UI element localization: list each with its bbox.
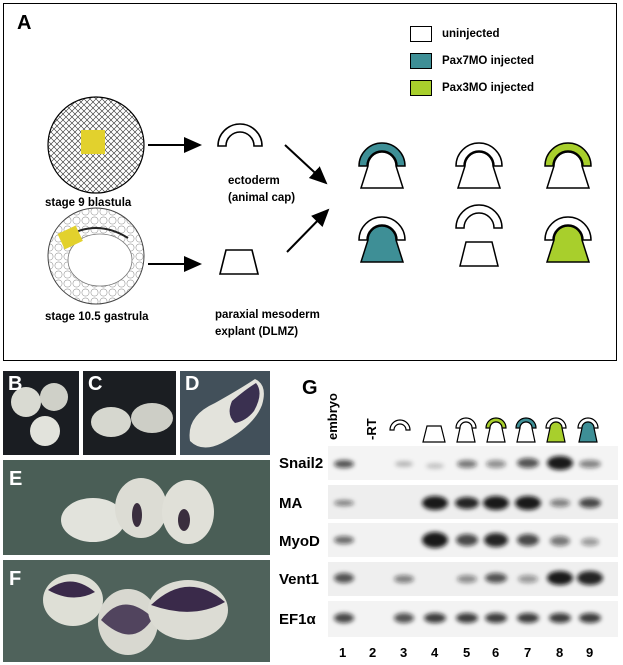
lane-header-icons	[389, 417, 599, 443]
gastrula-label: stage 10.5 gastrula	[45, 311, 149, 323]
legend-label-pax7: Pax7MO injected	[442, 55, 535, 67]
explant-dlmz-label: explant (DLMZ)	[215, 326, 299, 338]
combo-uninj-cap-pax3-meso	[544, 216, 592, 263]
combo-uninj-separate	[455, 204, 503, 267]
combo-uninj-cap-uninj-meso	[455, 142, 503, 189]
panel-c-letter: C	[88, 373, 103, 395]
paraxial-mesoderm-label: paraxial mesoderm	[215, 309, 320, 321]
photo-panel-d	[180, 371, 270, 455]
blastula-label: stage 9 blastula	[45, 197, 132, 209]
gene-label-ma: MA	[279, 495, 303, 512]
legend-label-pax3: Pax3MO injected	[442, 82, 535, 94]
lane-number-9: 9	[586, 645, 594, 660]
lane-number-8: 8	[556, 645, 564, 660]
panel-b-letter: B	[8, 373, 23, 395]
gene-label-vent1: Vent1	[279, 571, 320, 588]
panel-f-letter: F	[9, 568, 22, 590]
combo-pax3-cap-uninj-meso	[544, 142, 592, 189]
gel-blots	[328, 446, 618, 637]
panel-a-frame	[3, 3, 617, 361]
legend-label-uninjected: uninjected	[442, 28, 500, 40]
photo-panel-e	[3, 460, 270, 555]
legend-swatch-pax7	[410, 53, 432, 69]
gene-label-myod: MyoD	[279, 533, 320, 550]
lane-number-7: 7	[524, 645, 532, 660]
lane-header-rt: -RT	[364, 418, 379, 440]
animal-cap-label: (animal cap)	[228, 192, 296, 204]
panel-a-diagram	[47, 96, 592, 305]
ectoderm-label: ectoderm	[228, 175, 280, 187]
legend-swatch-uninjected	[410, 26, 432, 42]
panel-g-letter: G	[302, 377, 318, 399]
blastula-embryo	[47, 96, 145, 194]
gene-label-snail2: Snail2	[279, 455, 324, 472]
lane-number-2: 2	[369, 645, 377, 660]
photo-panel-b	[3, 371, 79, 455]
panel-e-letter: E	[9, 468, 23, 490]
lane-number-1: 1	[339, 645, 347, 660]
lane-number-4: 4	[431, 645, 439, 660]
photo-panel-f	[3, 560, 270, 662]
photo-panel-c	[83, 371, 176, 455]
lane-header-embryo: embryo	[325, 393, 340, 440]
lane-number-5: 5	[463, 645, 471, 660]
panel-d-letter: D	[185, 373, 200, 395]
gene-label-ef1a: EF1α	[279, 611, 316, 628]
gastrula-embryo	[47, 207, 145, 305]
lane-number-6: 6	[492, 645, 500, 660]
lane-number-3: 3	[400, 645, 408, 660]
legend-swatch-pax3	[410, 80, 432, 96]
combo-uninj-cap-pax7-meso	[358, 216, 406, 263]
panel-a-letter: A	[17, 12, 32, 34]
combo-pax7-cap-uninj-meso	[358, 142, 406, 189]
